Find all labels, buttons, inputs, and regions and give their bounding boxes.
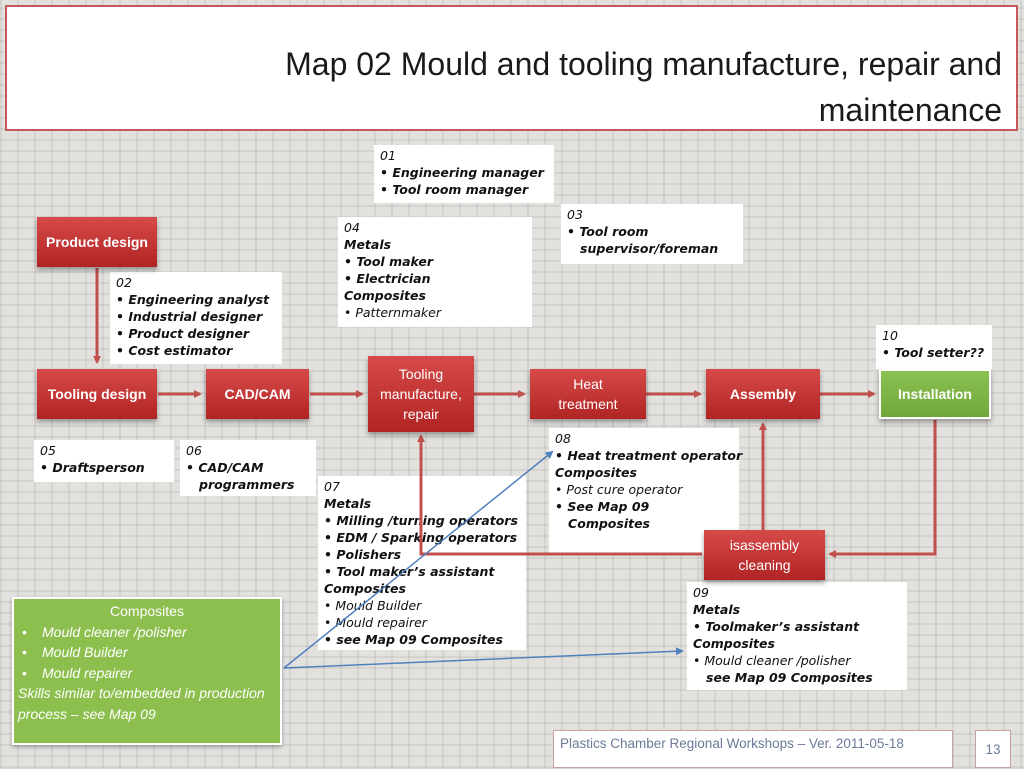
arrow-composites-to-heat (283, 450, 554, 669)
box-05: 05 • Draftsperson (34, 440, 174, 482)
box-03-line: supervisor/foreman (567, 241, 719, 256)
box-08-line: • See Map 09 (555, 499, 650, 514)
box-04-line: Metals (344, 237, 392, 252)
box-06-line: 06 (186, 443, 202, 458)
box-07-line: • Polishers (324, 547, 402, 562)
box-04-line: 04 (344, 220, 360, 235)
box-10-line: 10 (882, 328, 898, 343)
node-tooling-design: Tooling design (37, 369, 157, 419)
box-06: 06 • CAD/CAM programmers (180, 440, 316, 496)
box-07: 07 Metals • Milling /turning operators •… (318, 476, 526, 650)
box-02: 02 • Engineering analyst • Industrial de… (110, 272, 282, 364)
page-title: Map 02 Mould and tooling manufacture, re… (285, 46, 1002, 128)
composites-skills-note: Skills similar to/embedded in production… (18, 685, 265, 722)
box-09-line: • Toolmaker’s assistant (693, 619, 860, 634)
node-disassembly-cleaning: isassembly cleaning (704, 530, 825, 580)
box-07-line: • Mould repairer (324, 615, 427, 630)
page-number: 13 (975, 730, 1011, 768)
composites-box: Composites Mould cleaner /polisher Mould… (12, 597, 282, 745)
box-01-line: • Tool room manager (380, 182, 529, 197)
composites-item: Mould repairer (18, 663, 276, 684)
box-09-line: Composites (693, 636, 775, 651)
box-07-line: • Tool maker’s assistant (324, 564, 495, 579)
box-09-line: see Map 09 Composites (693, 670, 873, 685)
box-02-line: • Product designer (116, 326, 250, 341)
footer-text: Plastics Chamber Regional Workshops – Ve… (553, 730, 953, 768)
box-03-line: • Tool room (567, 224, 649, 239)
composites-item: Mould Builder (18, 642, 276, 663)
box-07-line: 07 (324, 479, 340, 494)
arrow-composites-to-09 (283, 647, 684, 669)
box-01-line: • Engineering manager (380, 165, 544, 180)
box-07-line: • EDM / Sparking operators (324, 530, 518, 545)
box-03-line: 03 (567, 207, 583, 222)
box-03: 03 • Tool room supervisor/foreman (561, 204, 743, 264)
box-09-line: Metals (693, 602, 741, 617)
box-07-line: • Mould Builder (324, 598, 422, 613)
box-04-line: Composites (344, 288, 426, 303)
box-07-line: Composites (324, 581, 406, 596)
box-08-line: Composites (555, 516, 650, 531)
node-assembly: Assembly (706, 369, 820, 419)
box-02-line: • Cost estimator (116, 343, 233, 358)
composites-item: Mould cleaner /polisher (18, 622, 276, 643)
box-09-line: • Mould cleaner /polisher (693, 653, 851, 668)
box-04-line: • Patternmaker (344, 305, 442, 320)
box-10-line: • Tool setter?? (882, 345, 985, 360)
node-cad-cam: CAD/CAM (206, 369, 309, 419)
box-09: 09 Metals • Toolmaker’s assistant Compos… (687, 582, 907, 690)
box-01-line: 01 (380, 148, 396, 163)
box-06-line: • CAD/CAM (186, 460, 264, 475)
box-08-line: • Heat treatment operator (555, 448, 743, 463)
box-01: 01 • Engineering manager • Tool room man… (374, 145, 554, 203)
box-07-line: • Milling /turning operators (324, 513, 518, 528)
node-product-design: Product design (37, 217, 157, 267)
box-07-line: Metals (324, 496, 372, 511)
box-08-line: Composites (555, 465, 637, 480)
node-tooling-manufacture: Tooling manufacture, repair (368, 356, 474, 432)
box-04-line: • Electrician (344, 271, 431, 286)
node-heat-treatment: Heat treatment (530, 369, 646, 419)
box-04: 04 Metals • Tool maker • Electrician Com… (338, 217, 532, 327)
title-box: Map 02 Mould and tooling manufacture, re… (5, 5, 1018, 131)
box-02-line: • Engineering analyst (116, 292, 270, 307)
composites-heading: Composites (110, 603, 184, 619)
node-installation: Installation (879, 369, 991, 419)
arrow-installation-to-disassembly (828, 420, 937, 558)
box-05-line: 05 (40, 443, 56, 458)
box-07-line: • see Map 09 Composites (324, 632, 503, 647)
box-08-line: • Post cure operator (555, 482, 683, 497)
box-05-line: • Draftsperson (40, 460, 145, 475)
box-06-line: programmers (186, 477, 295, 492)
box-09-line: 09 (693, 585, 709, 600)
box-02-line: 02 (116, 275, 132, 290)
box-08: 08 • Heat treatment operator Composites … (549, 428, 743, 554)
box-10: 10 • Tool setter?? (876, 325, 992, 369)
box-08-line: 08 (555, 431, 571, 446)
box-04-line: • Tool maker (344, 254, 434, 269)
box-02-line: • Industrial designer (116, 309, 263, 324)
arrow-disassembly-to-manufacture (417, 434, 702, 556)
